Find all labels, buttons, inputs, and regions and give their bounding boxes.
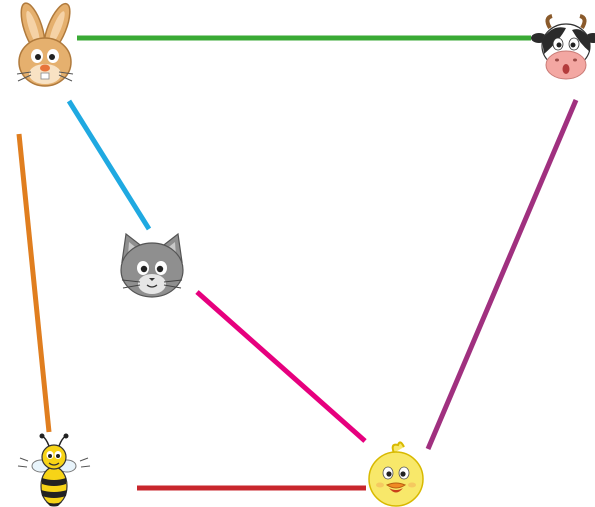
edge-cow-chick [425,99,579,450]
edge-cat-chick [195,290,367,443]
chick-icon [368,441,424,507]
edge-rabbit-cat [66,99,152,231]
cat-icon [120,232,184,298]
cow-icon [531,14,595,80]
bee-icon [17,433,91,507]
rabbit-icon [16,2,74,87]
edge-rabbit-bee [16,133,52,433]
